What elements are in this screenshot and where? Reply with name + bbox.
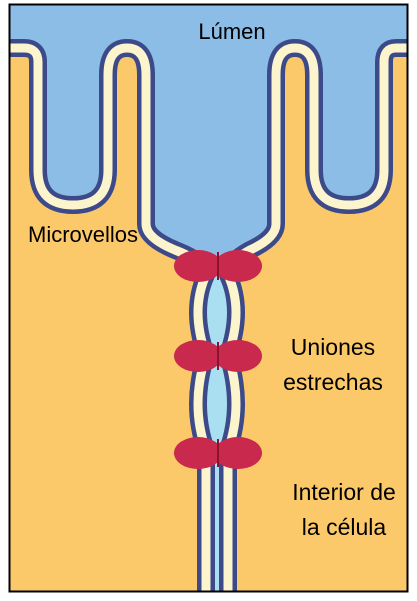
tight-junction-2 — [174, 340, 262, 372]
label-cell-interior-line1: Interior de — [292, 479, 396, 505]
tight-junction-1 — [174, 250, 262, 282]
label-lumen: Lúmen — [198, 19, 265, 44]
label-tight-junctions-line1: Uniones — [291, 334, 375, 360]
tight-junction-3 — [174, 437, 262, 469]
label-cell-interior-line2: la célula — [302, 514, 387, 540]
label-microvilli: Microvellos — [28, 222, 138, 247]
label-tight-junctions-line2: estrechas — [283, 369, 383, 395]
